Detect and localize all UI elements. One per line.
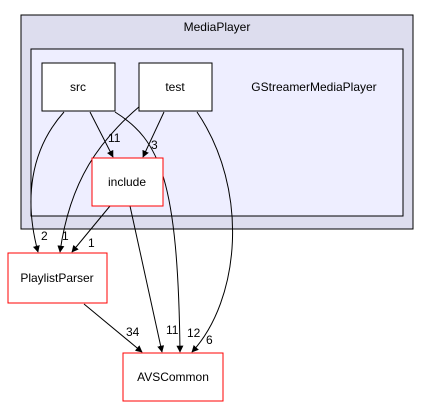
edge-labels: 11 3 2 1 1 34 11 12 6 [41,131,213,347]
node-include[interactable]: include [91,157,164,207]
edge-label-src-playlist-parser: 2 [41,229,48,243]
edge-label-test-include: 3 [151,138,158,152]
edge-test-to-playlist-parser [57,105,141,253]
edge-src-to-avs-common [114,111,184,353]
edge-test-to-avs-common [191,111,234,353]
edges [30,105,234,353]
edge-label-test-playlist-parser: 1 [62,229,69,243]
node-include-label: include [108,175,146,189]
node-src-label: src [70,80,86,94]
edge-label-include-playlist-parser: 1 [88,236,95,250]
edge-label-avs-common-extra: 12 [187,326,201,340]
node-test-label: test [165,80,185,94]
cluster-mediaplayer-label: MediaPlayer [184,20,251,34]
cluster-gstreamermediaplayer-label: GStreamerMediaPlayer [251,80,376,94]
edge-playlist-parser-to-avs-common [83,303,143,353]
node-avs-common[interactable]: AVSCommon [122,352,224,402]
edge-label-test-avs-common: 6 [206,333,213,347]
edge-src-to-include [89,111,114,158]
edge-include-to-playlist-parser [71,205,111,253]
edge-label-include-avs-common: 11 [166,323,179,337]
node-src[interactable]: src [41,62,116,112]
edge-src-to-playlist-parser [30,111,65,253]
node-playlist-parser-label: PlaylistParser [20,271,93,285]
edge-label-playlist-parser-avs-common: 34 [126,325,140,339]
node-avs-common-label: AVSCommon [137,370,209,384]
edge-label-src-include: 11 [108,131,121,145]
node-test[interactable]: test [138,62,213,112]
edge-test-to-include [142,111,165,158]
node-playlist-parser[interactable]: PlaylistParser [7,252,108,304]
edge-include-to-avs-common [129,205,165,353]
